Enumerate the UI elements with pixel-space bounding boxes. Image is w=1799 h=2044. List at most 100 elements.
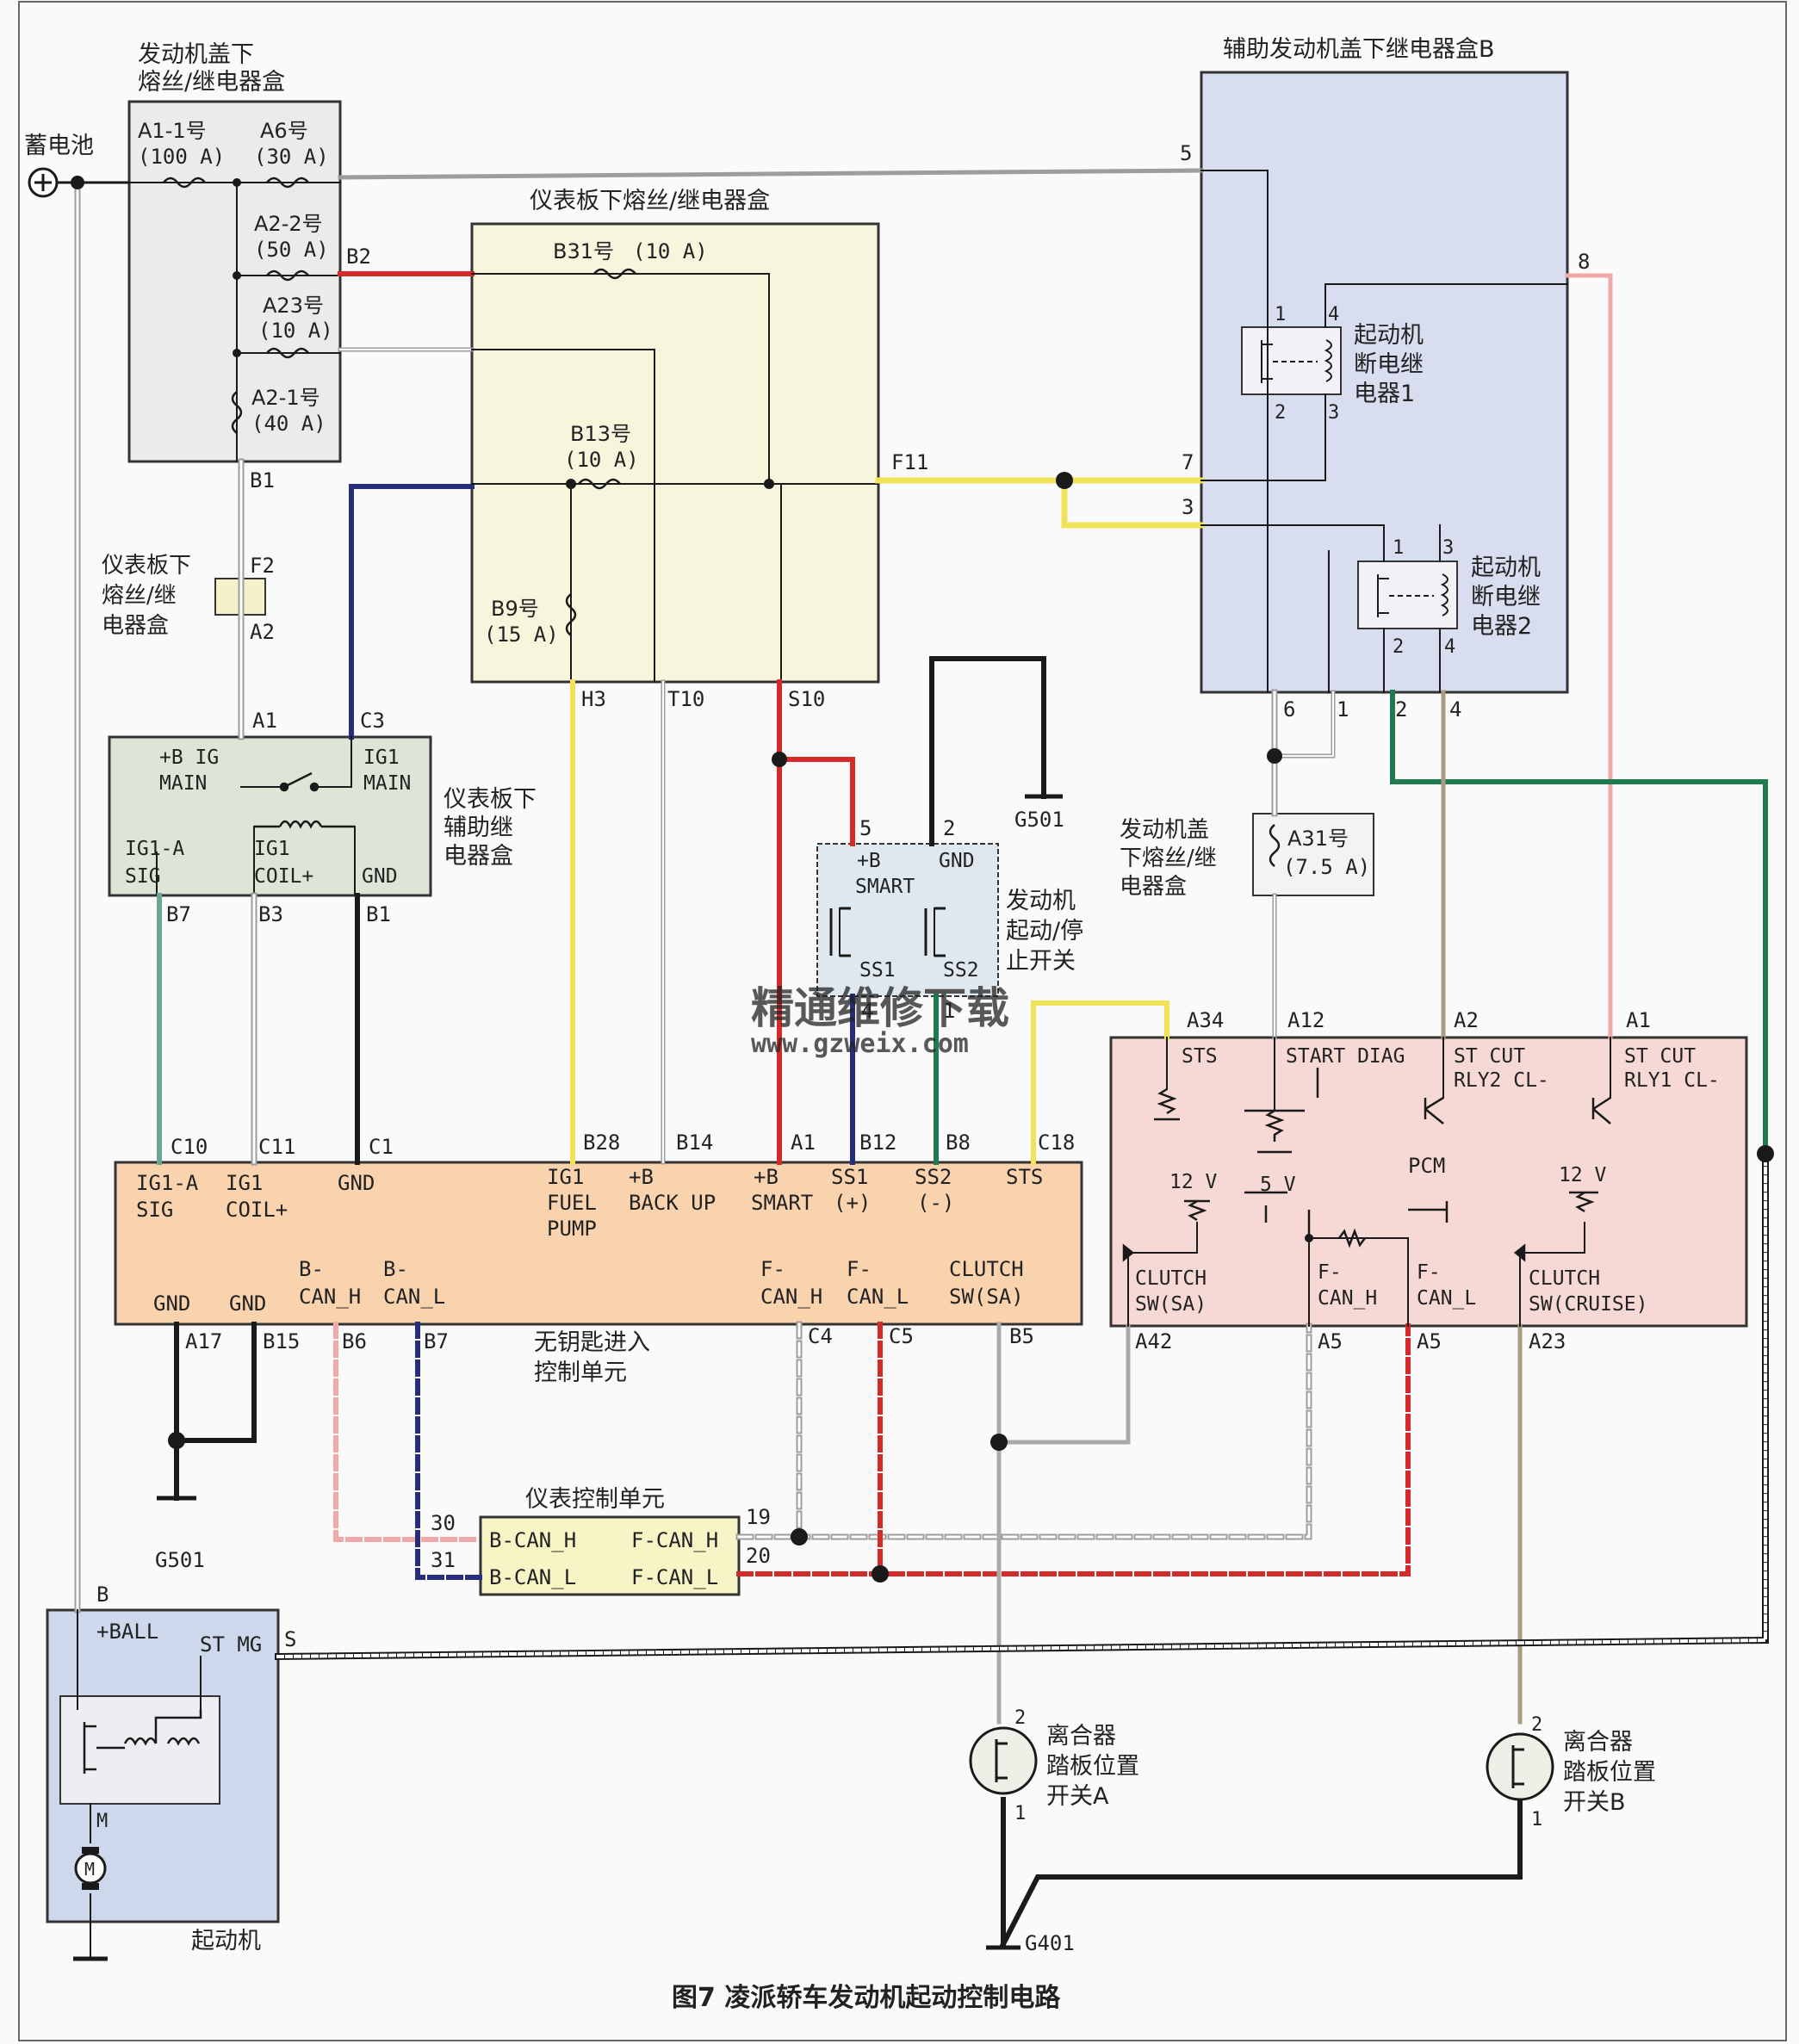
start-switch-pin-5: 5 [859, 816, 872, 840]
relay-2-label-3: 电器2 [1471, 613, 1532, 640]
start-switch-b-smart-2: SMART [855, 876, 915, 898]
relay-2-icon [1377, 573, 1449, 617]
keyless-ig1-fuel-3: PUMP [547, 1217, 597, 1241]
battery-terminal-icon [28, 167, 59, 198]
keyless-pin-c5: C5 [889, 1324, 914, 1348]
fuse-b9-icon [565, 593, 577, 636]
fuse-a6-rating: (30 A) [254, 145, 329, 169]
fuse-a2-1-name: A2-1号 [251, 386, 320, 410]
aux-ig1-main-1: IG1 [363, 746, 400, 769]
keyless-pin-a17: A17 [185, 1329, 222, 1353]
aux-gnd: GND [362, 865, 398, 888]
keyless-unit-box [114, 1161, 1083, 1326]
dash-fuse-small-label-2: 熔丝/继 [102, 583, 177, 609]
starter-pin-m: M [96, 1811, 108, 1832]
start-switch-ss1: SS1 [859, 959, 896, 982]
fuse-a31-icon [1269, 824, 1281, 867]
instrument-unit-box [479, 1515, 741, 1596]
junction-dots [71, 176, 1774, 1583]
starter-pin-s: S [284, 1627, 296, 1651]
keyless-pin-c4: C4 [808, 1324, 833, 1348]
fuse-b9-rating: (15 A) [484, 622, 559, 647]
starter-motor-letter: M [84, 1859, 95, 1880]
pcm-pin-a42: A42 [1135, 1329, 1172, 1353]
starter-ball: +BALL [96, 1620, 158, 1644]
keyless-ig1-coil-2: COIL+ [226, 1198, 288, 1222]
pin-t10: T10 [667, 687, 704, 711]
aux-relay-box-label-1: 仪表板下 [444, 786, 537, 813]
aux-relay-box-label-2: 辅助继 [444, 815, 513, 841]
pcm-pin-a5-h: A5 [1318, 1329, 1343, 1353]
keyless-gnd-2: GND [229, 1291, 266, 1316]
clutch-a-label-3: 开关A [1046, 1783, 1109, 1810]
instrument-f-can-l: F-CAN_L [631, 1565, 718, 1589]
engine-fuse-box [127, 100, 342, 463]
relay-1-label-1: 起动机 [1354, 322, 1424, 349]
pcm-clutch-sa-1: CLUTCH [1135, 1267, 1207, 1290]
relay-1-pin-1: 1 [1275, 304, 1286, 325]
fuse-a2-1-icon [231, 391, 243, 434]
keyless-f-can-l-2: CAN_L [847, 1285, 909, 1309]
keyless-pin-c18: C18 [1038, 1130, 1075, 1155]
relay-box-b-pin-8: 8 [1578, 250, 1590, 274]
pcm-f-can-h-1: F- [1318, 1261, 1342, 1284]
fuse-b31-rating: (10 A) [633, 239, 708, 263]
fuse-b13-rating: (10 A) [564, 448, 639, 472]
relay-1-label-2: 断电继 [1354, 351, 1424, 378]
keyless-ig1-fuel-1: IG1 [547, 1165, 584, 1189]
aux-relay-box-label-3: 电器盒 [444, 843, 513, 870]
keyless-pin-a1: A1 [791, 1130, 816, 1155]
pcm-clutch-cruise-2: SW(CRUISE) [1529, 1293, 1647, 1316]
fuse-b31-icon [593, 268, 636, 280]
keyless-f-can-h-1: F- [760, 1257, 785, 1281]
keyless-pin-b14: B14 [676, 1130, 713, 1155]
keyless-pin-c11: C11 [258, 1135, 295, 1159]
keyless-pin-b15: B15 [263, 1329, 300, 1353]
start-switch-ss2: SS2 [943, 959, 979, 982]
pcm-clutch-sa-2: SW(SA) [1135, 1293, 1207, 1316]
instrument-unit-title: 仪表控制单元 [525, 1486, 665, 1513]
keyless-clutch-1: CLUTCH [949, 1257, 1024, 1281]
relay-1-pin-3: 3 [1328, 402, 1339, 424]
keyless-b-can-l-1: B- [383, 1257, 408, 1281]
pcm-sts-resistor-icon [1157, 1087, 1177, 1115]
aux-relay-switch-icon [254, 771, 355, 829]
dash-fuse-small-label-3: 电器盒 [102, 613, 169, 639]
fuse-a1-1-rating: (100 A) [138, 145, 225, 169]
start-switch-b-smart-1: +B [857, 850, 881, 872]
fuse-a23-rating: (10 A) [258, 319, 333, 343]
aux-b-ig-main-1: +B IG [159, 746, 219, 769]
keyless-unit-label-1: 无钥匙进入 [534, 1329, 650, 1356]
keyless-pin-b28: B28 [583, 1130, 620, 1155]
start-switch-pin-2: 2 [943, 816, 955, 840]
pcm-box [1109, 1036, 1748, 1328]
pcm-diag-resistor-icon [1264, 1109, 1285, 1142]
relay-box-b-title: 辅助发动机盖下继电器盒B [1223, 36, 1495, 63]
pcm-pin-a5-l: A5 [1417, 1329, 1442, 1353]
relay-2-pin-3: 3 [1442, 537, 1454, 559]
keyless-unit-label-2: 控制单元 [534, 1360, 627, 1386]
fuse-a2-2-name: A2-2号 [254, 212, 323, 236]
pin-b2: B2 [346, 245, 371, 269]
pcm-12v-right: 12 V [1559, 1164, 1607, 1186]
relay-2-pin-1: 1 [1393, 537, 1404, 559]
instrument-pin-19: 19 [746, 1505, 771, 1529]
start-switch-pin-1: 1 [943, 999, 955, 1023]
instrument-b-can-h: B-CAN_H [489, 1528, 576, 1552]
ground-g501-bottom-label: G501 [155, 1548, 205, 1572]
start-switch-label-1: 发动机 [1006, 888, 1076, 914]
instrument-pin-31: 31 [431, 1548, 456, 1572]
keyless-pin-b5: B5 [1009, 1324, 1034, 1348]
instrument-b-can-l: B-CAN_L [489, 1565, 576, 1589]
pin-aux-b3: B3 [258, 902, 283, 926]
clutch-switch-a-icon [969, 1726, 1038, 1795]
keyless-b-can-h-2: CAN_H [299, 1285, 361, 1309]
fuse-a31-name: A31号 [1287, 827, 1349, 851]
start-switch-box [816, 843, 999, 997]
keyless-b-smart-2: SMART [751, 1191, 813, 1215]
clutch-b-label-1: 离合器 [1563, 1729, 1633, 1756]
relay-box-b-pin-5: 5 [1180, 141, 1192, 165]
wires [46, 168, 1769, 1960]
aux-ig1-main-2: MAIN [363, 772, 411, 795]
